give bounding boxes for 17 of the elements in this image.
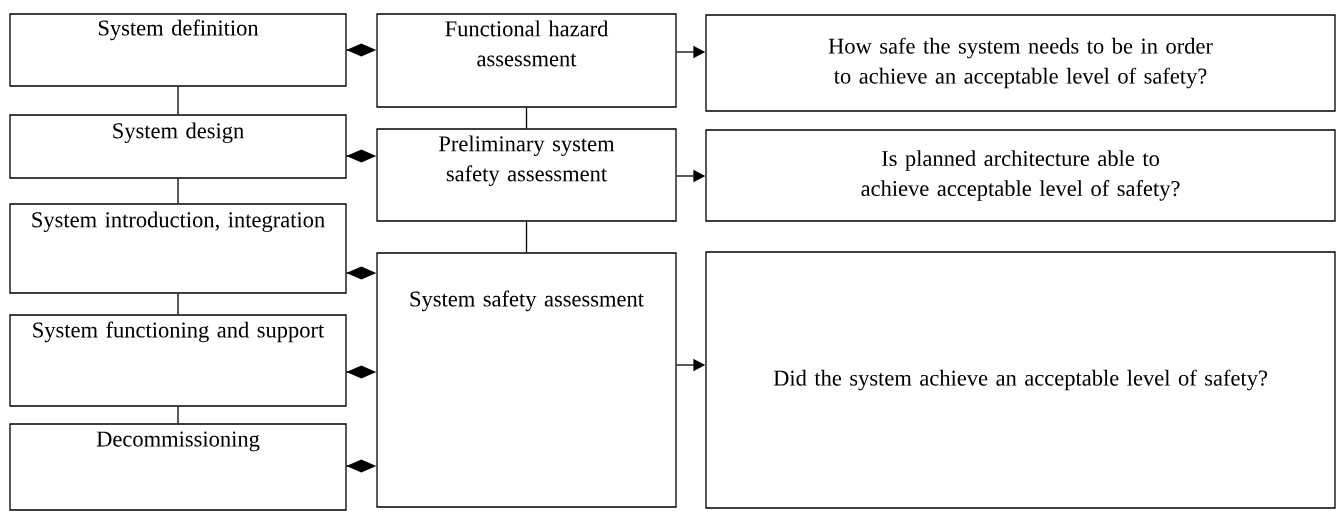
connector-line — [177, 406, 179, 424]
connector-line — [177, 86, 179, 115]
connector-line — [177, 178, 179, 204]
process-box: System design — [9, 114, 347, 179]
connector-line — [525, 107, 528, 129]
process-box: System definition — [9, 13, 347, 87]
question-box: Did the system achieve an acceptable level of safety? — [705, 251, 1336, 509]
connector-line — [525, 221, 528, 253]
process-box: Preliminary system safety assessment — [376, 128, 677, 222]
question-box: Is planned architecture able to achieve acceptable level of safety? — [705, 129, 1336, 222]
question-box: How safe the system needs to be in order to achieve an acceptable level of safety? — [705, 14, 1336, 112]
process-box: System functioning and support — [9, 314, 347, 407]
process-box: Functional hazard assessment — [376, 13, 677, 108]
connector-line — [177, 293, 179, 315]
process-box: Decommissioning — [9, 423, 347, 511]
process-box: System safety assessment — [376, 252, 677, 508]
process-box: System introduction, integration — [9, 203, 347, 294]
